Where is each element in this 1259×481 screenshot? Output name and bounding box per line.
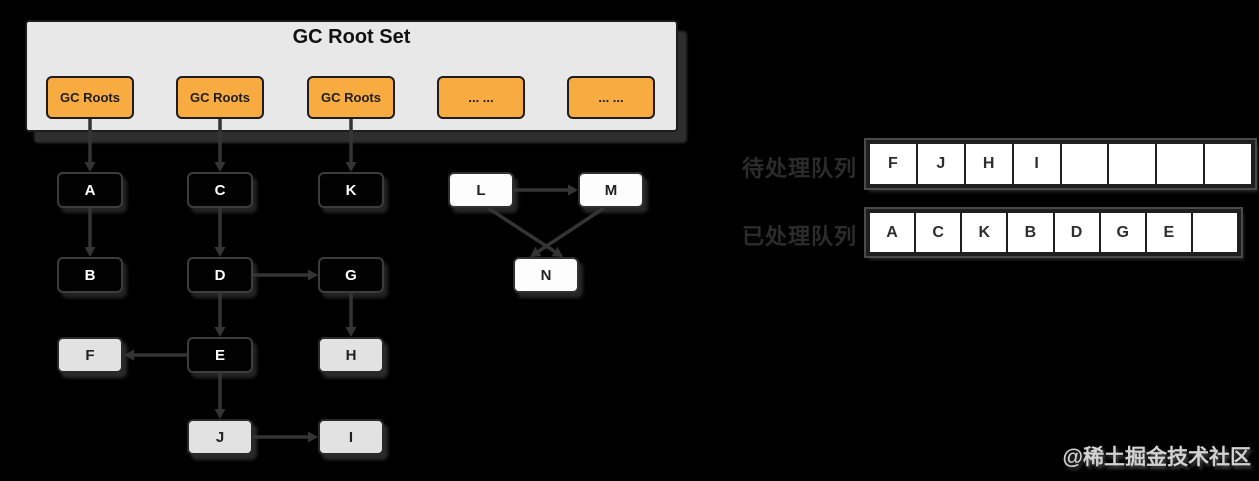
edge-j-to-i — [253, 431, 318, 443]
edge-l-to-n — [487, 206, 563, 257]
queue-cell: H — [965, 144, 1012, 184]
edge-m-to-n — [530, 206, 605, 257]
gc-roots-box-1: GC Roots — [46, 76, 134, 119]
node-m: M — [578, 172, 644, 208]
watermark: @稀土掘金技术社区 — [1062, 446, 1251, 469]
edge-e-to-j — [214, 373, 226, 419]
queue-cell: B — [1008, 213, 1053, 252]
queue-cell: J — [917, 144, 964, 184]
node-i: I — [318, 419, 384, 455]
gc-root-set-title: GC Root Set — [292, 26, 411, 48]
edge-d-to-e — [214, 293, 226, 337]
node-a: A — [57, 172, 123, 208]
node-g: G — [318, 257, 384, 293]
gc-roots-ellipsis-box-1: ... ... — [437, 76, 525, 119]
queue-cell: F — [870, 144, 916, 184]
queue-cell — [1157, 144, 1204, 184]
queue-cell — [1192, 213, 1237, 252]
queue-cell: D — [1054, 213, 1099, 252]
queue-cell: I — [1013, 144, 1060, 184]
node-l: L — [448, 172, 514, 208]
edge-l-to-m — [514, 184, 578, 196]
queue-cell — [1205, 144, 1251, 184]
node-n: N — [513, 257, 579, 293]
gc-roots-ellipsis-box-2: ... ... — [567, 76, 655, 119]
queue-cell: K — [962, 213, 1007, 252]
node-f: F — [57, 337, 123, 373]
node-d: D — [187, 257, 253, 293]
queue-cell — [1109, 144, 1156, 184]
node-h: H — [318, 337, 384, 373]
queue-cell — [1061, 144, 1108, 184]
pending-queue-array: F J H I — [866, 140, 1255, 188]
edge-a-to-b — [84, 208, 96, 257]
processed-queue-label: 已处理队列 — [742, 224, 858, 249]
node-c: C — [187, 172, 253, 208]
node-j: J — [187, 419, 253, 455]
queue-cell: G — [1100, 213, 1145, 252]
node-e: E — [187, 337, 253, 373]
edge-e-to-f — [124, 349, 187, 361]
edge-d-to-g — [253, 269, 318, 281]
gc-roots-box-3: GC Roots — [307, 76, 395, 119]
queue-cell: E — [1146, 213, 1191, 252]
queue-cell: C — [916, 213, 961, 252]
edge-c-to-d — [214, 208, 226, 257]
processed-queue-array: A C K B D G E — [866, 209, 1241, 256]
edge-g-to-h — [345, 293, 357, 337]
queue-cell: A — [870, 213, 915, 252]
node-b: B — [57, 257, 123, 293]
node-k: K — [318, 172, 384, 208]
pending-queue-label: 待处理队列 — [742, 156, 858, 181]
gc-roots-box-2: GC Roots — [176, 76, 264, 119]
